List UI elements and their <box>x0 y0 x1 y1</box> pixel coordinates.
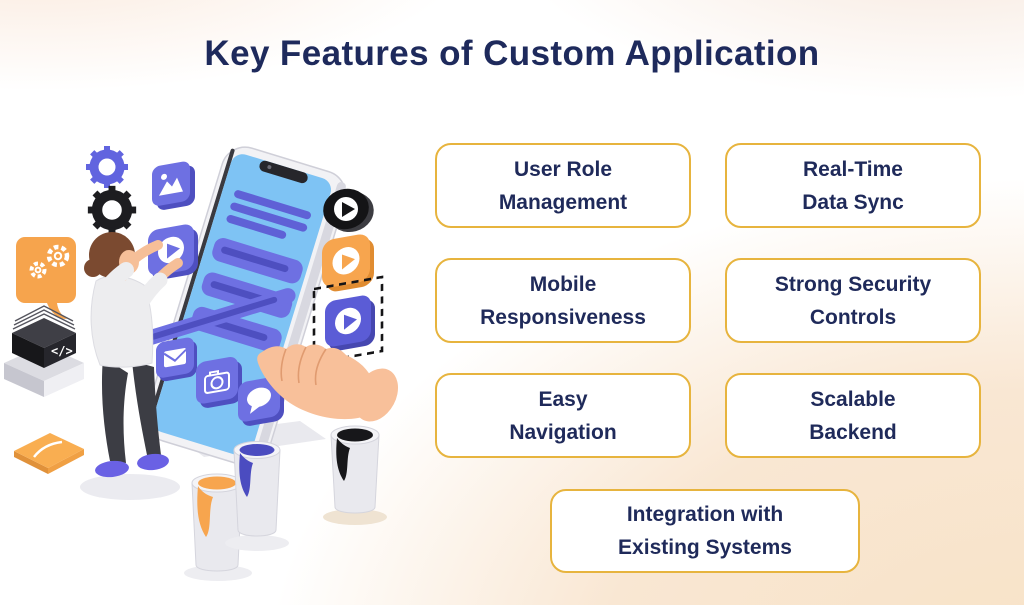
paint-bucket-purple-icon <box>225 441 289 551</box>
feature-label-line: Integration with <box>626 503 784 526</box>
orange-tile-icon <box>14 433 84 474</box>
feature-real-time-data-sync: Real-Time Data Sync <box>725 143 981 228</box>
feature-mobile-responsiveness: Mobile Responsiveness <box>435 258 691 343</box>
feature-label-line: Backend <box>809 420 897 444</box>
phone-notch <box>259 160 308 184</box>
feature-label-line: Existing Systems <box>618 536 792 559</box>
feature-label-line: Management <box>498 190 628 214</box>
feature-label-line: Data Sync <box>802 190 904 214</box>
feature-label-line: User Role <box>513 157 613 181</box>
page-title: Key Features of Custom Application <box>204 34 820 73</box>
play-tile-icon <box>148 224 198 280</box>
camera-tile-icon <box>196 357 242 408</box>
person-shoe <box>137 453 169 471</box>
hand <box>257 344 399 422</box>
person-ground-shadow <box>80 474 180 500</box>
feature-label-line: Strong Security <box>774 272 932 296</box>
feature-label-line: Scalable <box>810 387 896 411</box>
play-tile-icon <box>322 234 374 292</box>
paint-bucket-black-icon <box>323 425 387 525</box>
gear-icon <box>87 185 137 235</box>
code-glyph: </> <box>51 344 73 358</box>
speech-bubble-gears-icon <box>16 237 76 319</box>
paint-bucket-orange-icon <box>184 473 252 581</box>
code-stack-icon: </> <box>4 305 84 397</box>
feature-label-line: Responsiveness <box>480 305 646 329</box>
feature-integration-existing-systems: Integration with Existing Systems <box>550 489 860 573</box>
feature-easy-navigation: Easy Navigation <box>435 373 691 458</box>
person-arms <box>93 240 183 313</box>
gear-icon <box>86 146 128 188</box>
play-circle-icon <box>323 188 374 233</box>
feature-label-line: Navigation <box>509 420 617 444</box>
dragged-bar <box>141 288 296 346</box>
feature-scalable-backend: Scalable Backend <box>725 373 981 458</box>
person-leg <box>101 357 128 463</box>
feature-label-line: Controls <box>809 305 897 329</box>
feature-label-line: Real-Time <box>803 157 903 181</box>
image-tile-icon <box>152 161 195 210</box>
person-shoe <box>95 460 129 478</box>
feature-label-line: Mobile <box>529 272 597 296</box>
feature-strong-security-controls: Strong Security Controls <box>725 258 981 343</box>
mail-tile-icon <box>156 337 197 382</box>
app-customization-illustration: </> <box>4 146 399 581</box>
feature-label-line: Easy <box>538 387 588 411</box>
chat-tile-icon <box>238 377 284 426</box>
person-leg <box>132 361 161 455</box>
feature-user-role-management: User Role Management <box>435 143 691 228</box>
